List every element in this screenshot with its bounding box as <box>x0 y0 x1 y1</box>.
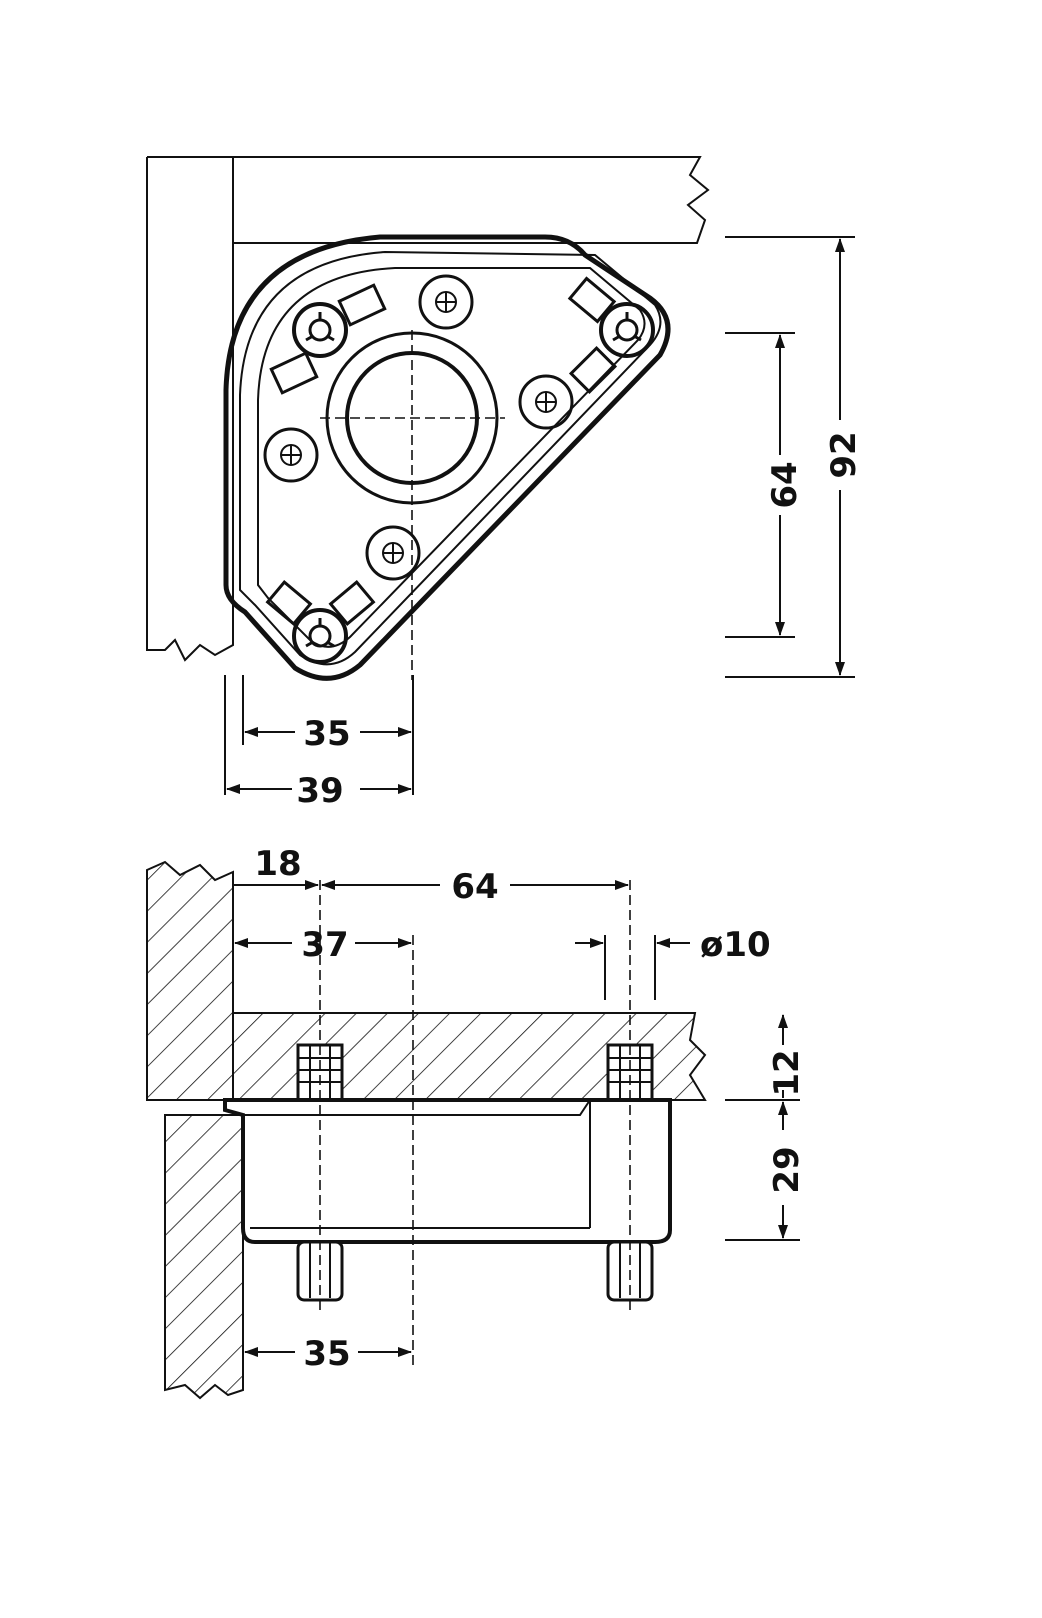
dimension-35-bottom: 35 <box>244 1334 412 1374</box>
svg-text:ø10: ø10 <box>700 925 771 965</box>
svg-text:64: 64 <box>765 461 805 508</box>
side-view: 18 64 37 ø10 12 29 <box>146 844 807 1400</box>
svg-text:64: 64 <box>451 867 498 907</box>
svg-text:37: 37 <box>301 925 348 965</box>
svg-text:35: 35 <box>303 714 350 754</box>
lower-wall-section <box>164 1114 244 1400</box>
svg-text:92: 92 <box>824 431 864 478</box>
side-wall-panel <box>146 157 234 662</box>
dimension-37: 37 <box>234 925 412 965</box>
top-view: 92 64 35 39 <box>146 156 864 811</box>
corner-bolts <box>292 302 655 664</box>
top-panel <box>147 156 710 244</box>
dimension-64-horizontal: 64 <box>321 867 629 907</box>
screw-holes <box>263 274 574 581</box>
slots <box>265 276 618 626</box>
svg-text:12: 12 <box>767 1049 807 1096</box>
corner-bracket-plate <box>223 234 671 681</box>
bracket-body <box>223 1098 672 1302</box>
svg-text:39: 39 <box>296 771 343 811</box>
dimension-35-top: 35 <box>244 714 412 754</box>
dimension-64-vertical: 64 <box>725 332 805 638</box>
dimension-12: 12 <box>725 1014 807 1241</box>
svg-text:29: 29 <box>767 1146 807 1193</box>
svg-text:18: 18 <box>254 844 301 884</box>
dimension-29: 29 <box>767 1101 807 1239</box>
dimension-92: 92 <box>725 236 864 678</box>
dimension-39: 39 <box>226 771 412 811</box>
upper-wall-section <box>146 860 234 1101</box>
svg-text:35: 35 <box>303 1334 350 1374</box>
dimension-18: 18 <box>233 844 319 890</box>
dimension-diameter-10: ø10 <box>575 925 771 965</box>
